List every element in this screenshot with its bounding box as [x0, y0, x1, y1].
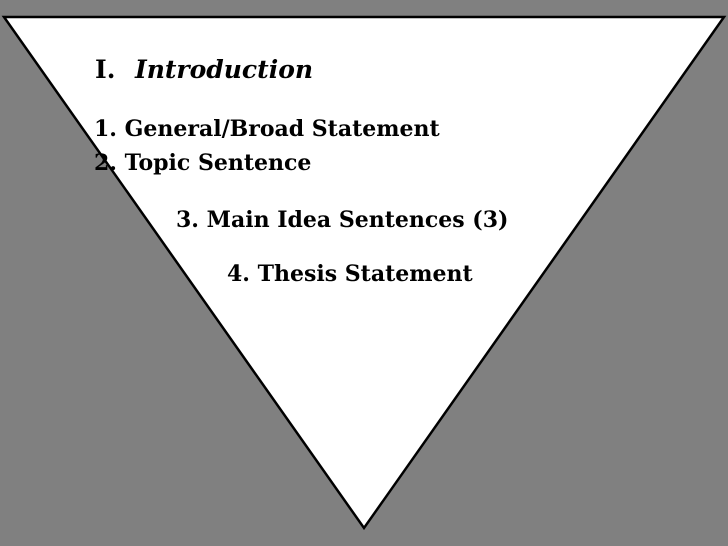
section-title: Introduction	[135, 55, 314, 84]
funnel-item-general-statement: 1. General/Broad Statement	[94, 116, 440, 142]
funnel-item-main-idea-sentences: 3. Main Idea Sentences (3)	[176, 207, 509, 233]
funnel-item-thesis-statement: 4. Thesis Statement	[227, 261, 473, 287]
section-number: I.	[95, 55, 116, 84]
funnel-item-topic-sentence: 2. Topic Sentence	[94, 150, 312, 176]
funnel-shape	[1, 15, 727, 531]
section-heading: I. Introduction	[95, 57, 313, 82]
